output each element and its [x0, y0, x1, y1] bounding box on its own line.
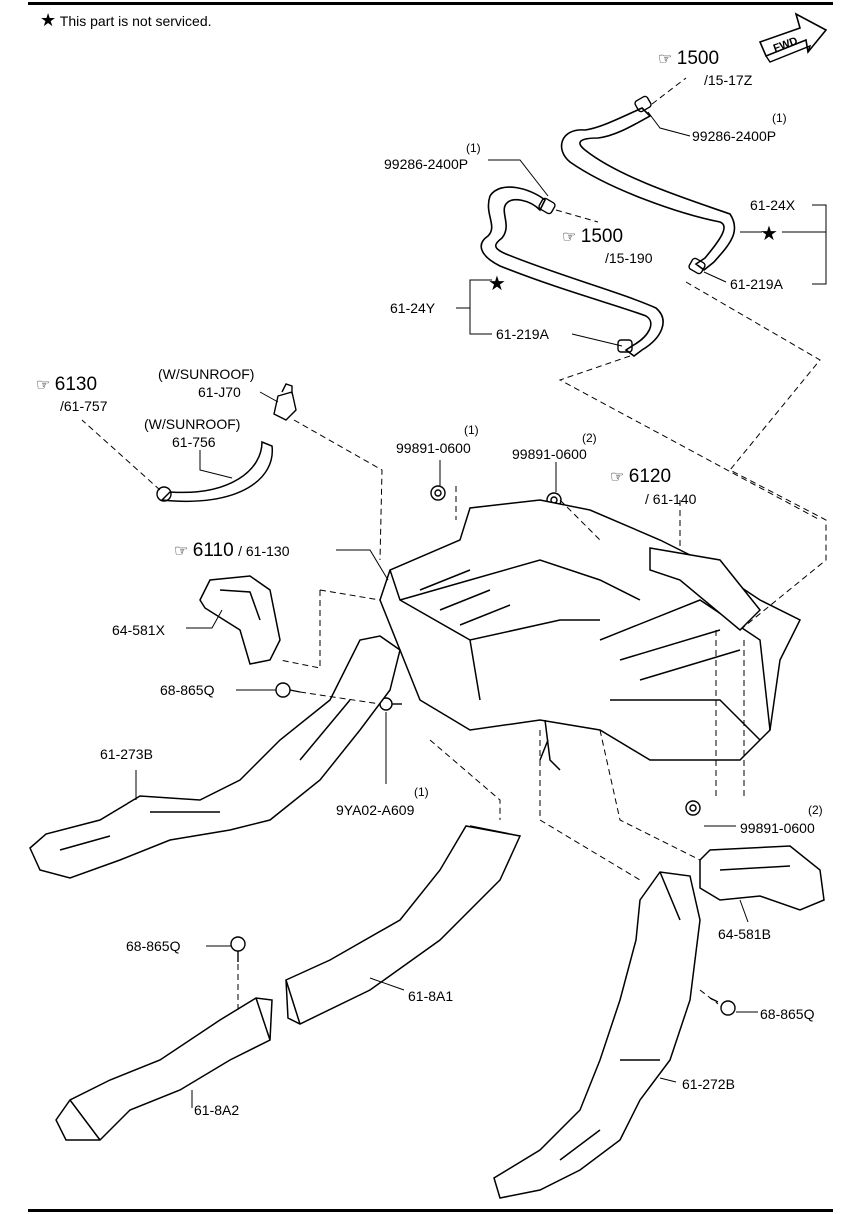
- label-61-24x: 61-24X: [750, 197, 796, 213]
- label-9ya02-a609: 9YA02-A609: [336, 802, 415, 818]
- hand-icon: ☞: [36, 377, 51, 394]
- label-61-756: 61-756: [172, 434, 216, 450]
- label-64-581b: 64-581B: [718, 926, 771, 942]
- hand-icon: ☞: [658, 51, 673, 68]
- duct-61-8a2: [55, 997, 273, 1141]
- ref-1500-top: ☞ 1500: [658, 48, 720, 69]
- qty-9ya02: (1): [414, 785, 429, 799]
- duct-64-581b: [699, 845, 825, 911]
- label-68-865q-b: 68-865Q: [760, 1006, 815, 1022]
- label-61-273b: 61-273B: [100, 746, 153, 762]
- ref-6110: ☞ 6110 / 61-130: [174, 540, 290, 561]
- bolt-68-865q-a: [275, 682, 301, 698]
- clamp-mid: [538, 197, 556, 215]
- star-icon-61-24x: ★: [760, 223, 778, 245]
- clamp-top: [634, 95, 652, 113]
- heater-unit: [379, 499, 802, 771]
- label-99891-0600-c: 99891-0600: [740, 820, 815, 836]
- nut-99891-c: [685, 800, 701, 816]
- bolt-68-865q-b: [709, 997, 736, 1016]
- label-61-219a-mid: 61-219A: [496, 326, 549, 342]
- label-61-8a1: 61-8A1: [408, 988, 454, 1004]
- hand-icon: ☞: [610, 469, 625, 486]
- duct-61-272b: [493, 871, 701, 1199]
- ref-6120-sub: / 61-140: [645, 491, 697, 507]
- label-w-sunroof-2: (W/SUNROOF): [144, 416, 241, 432]
- star-icon: ★: [40, 10, 57, 30]
- hand-icon: ☞: [562, 229, 577, 246]
- bottom-rule: [28, 1209, 833, 1212]
- duct-64-581x: [199, 575, 281, 665]
- label-99891-0600-a: 99891-0600: [396, 440, 471, 456]
- label-w-sunroof-1: (W/SUNROOF): [158, 366, 255, 382]
- duct-61-273b: [29, 635, 401, 879]
- ref-1500-mid: ☞ 1500: [562, 226, 624, 247]
- clip-61-756: [156, 486, 172, 502]
- hand-icon: ☞: [174, 543, 189, 560]
- nut-99891-a: [430, 485, 446, 501]
- ref-6120: ☞ 6120: [610, 466, 672, 487]
- dashed-lines: [81, 77, 827, 1010]
- label-61-272b: 61-272B: [682, 1076, 735, 1092]
- qty-99286-b: (1): [466, 141, 481, 155]
- label-61-24y: 61-24Y: [390, 300, 436, 316]
- clamp-61-219a-top: [688, 257, 706, 275]
- label-61-8a2: 61-8A2: [194, 1102, 240, 1118]
- note-text: This part is not serviced.: [59, 13, 212, 29]
- ref-1500-top-sub: /15-17Z: [704, 72, 753, 88]
- hose-61-24y: [480, 186, 664, 357]
- ref-6130-sub: /61-757: [60, 398, 108, 414]
- not-serviced-note: ★ This part is not serviced.: [40, 10, 212, 30]
- leader-lines: [135, 111, 827, 1108]
- fwd-arrow-icon: FWD: [758, 12, 828, 63]
- bolt-68-865q-c: [230, 936, 246, 962]
- connector-61-j70: [273, 383, 297, 421]
- hose-61-756: [160, 440, 273, 502]
- clamp-61-219a-mid: [617, 339, 633, 353]
- label-99286-2400p-a: 99286-2400P: [692, 128, 777, 144]
- ref-1500-mid-sub: /15-190: [605, 250, 653, 266]
- star-icon-61-24y: ★: [488, 273, 506, 295]
- duct-61-8a1: [285, 825, 522, 1025]
- label-61-j70: 61-J70: [198, 384, 241, 400]
- qty-99891-a: (1): [464, 423, 479, 437]
- label-99891-0600-b: 99891-0600: [512, 446, 587, 462]
- qty-99891-c: (2): [808, 803, 823, 817]
- qty-99286-a: (1): [772, 111, 787, 125]
- label-64-581x: 64-581X: [112, 622, 165, 638]
- hose-61-24x: [560, 107, 736, 272]
- ref-6130: ☞ 6130: [36, 374, 98, 395]
- label-99286-2400p-b: 99286-2400P: [384, 156, 469, 172]
- label-61-219a-top: 61-219A: [730, 276, 783, 292]
- top-rule: [28, 2, 833, 5]
- label-68-865q-a: 68-865Q: [160, 682, 215, 698]
- label-68-865q-c: 68-865Q: [126, 938, 181, 954]
- qty-99891-b: (2): [582, 431, 597, 445]
